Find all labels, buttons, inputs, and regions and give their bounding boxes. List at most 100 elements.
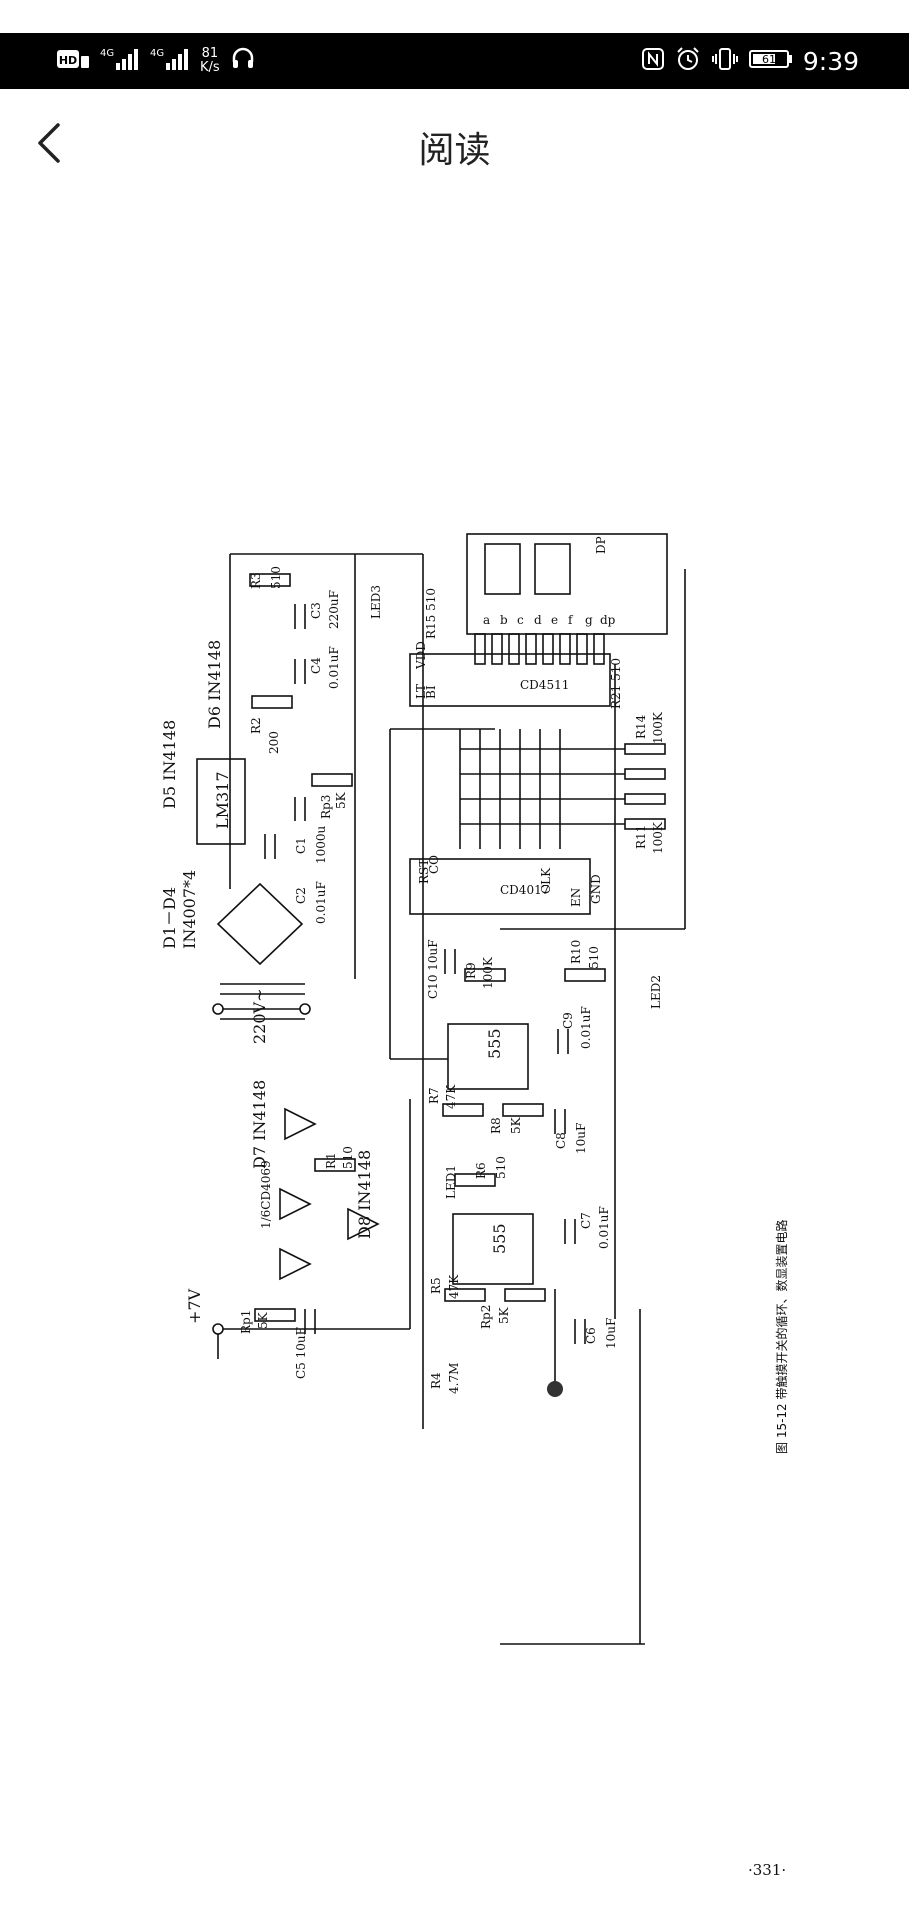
label-plus7v: +7V	[185, 1288, 204, 1324]
label-lm317: LM317	[213, 771, 232, 829]
label-r8-value: 5K	[509, 1116, 523, 1134]
label-r3: R3	[249, 572, 263, 589]
label-r8: R8	[489, 1117, 503, 1134]
label-seg-d: d	[534, 613, 542, 627]
network-speed-value: 81	[201, 46, 219, 61]
label-led3: LED3	[369, 585, 383, 619]
label-r14: R14	[634, 714, 648, 739]
label-c3: C3	[309, 602, 323, 619]
label-seg-f: f	[568, 613, 574, 627]
label-d5: D5 IN4148	[160, 720, 179, 809]
label-r2: R2	[249, 717, 263, 734]
label-r9: R9	[464, 962, 478, 979]
label-c10: C10 10uF	[426, 939, 440, 999]
ic-555-upper	[447, 1023, 529, 1090]
label-led2: LED2	[649, 975, 663, 1009]
label-r11-value: 100K	[651, 821, 665, 854]
battery-icon: 61	[748, 46, 793, 76]
label-r9-value: 100K	[481, 956, 495, 989]
label-r10: R10	[569, 940, 583, 964]
cd4017-chip	[409, 858, 591, 915]
label-r14-value: 100K	[651, 711, 665, 744]
label-vdd: VDD	[414, 641, 428, 670]
status-bar-left: HD 4G 4G 81 K/s	[56, 33, 256, 89]
label-d6: D6 IN4148	[205, 640, 224, 729]
label-seg-g: g	[585, 613, 593, 627]
label-r11: R11	[634, 825, 648, 849]
label-c9: C9	[561, 1012, 575, 1029]
svg-text:61: 61	[762, 53, 776, 66]
label-c1-value: 1000u	[314, 825, 328, 864]
label-c4: C4	[309, 657, 323, 674]
label-seg-c: c	[517, 613, 524, 627]
label-led1: LED1	[444, 1165, 458, 1199]
label-555-lower: 555	[490, 1223, 509, 1254]
label-clk: CLK	[539, 867, 553, 894]
title-bar: 阅读	[0, 89, 909, 199]
label-c5: C5 10uF	[294, 1327, 308, 1379]
figure-caption: 图 15-12 带触摸开关的循环、数显装置电路	[775, 1219, 789, 1455]
label-seg-a: a	[483, 613, 490, 627]
label-bi: BI	[424, 685, 438, 699]
label-c6-value: 10uF	[604, 1318, 618, 1349]
page-title: 阅读	[418, 130, 491, 171]
back-arrow-icon	[38, 123, 60, 163]
label-cd4069: 1/6CD4069	[259, 1160, 273, 1229]
label-c1: C1	[294, 837, 308, 854]
label-c6: C6	[584, 1327, 598, 1344]
touch-pad	[547, 1381, 563, 1397]
nfc-icon	[641, 46, 665, 76]
ic-555-lower	[452, 1213, 534, 1285]
vibrate-icon	[711, 46, 739, 76]
label-r5-value: 47K	[447, 1274, 461, 1299]
label-c8-value: 10uF	[574, 1123, 588, 1154]
label-cd4511: CD4511	[520, 678, 569, 692]
signal-1-icon: 4G	[100, 46, 140, 76]
label-rp2-value: 5K	[497, 1306, 511, 1324]
circuit-schematic: +7V 220V~ D1－D4 IN4007*4 D5 IN4148 D6 IN…	[160, 533, 686, 1645]
label-in4007: IN4007*4	[180, 870, 199, 949]
bridge-rectifier	[216, 882, 304, 966]
label-seg-b: b	[500, 613, 508, 627]
clock: 9:39	[802, 46, 859, 76]
label-co: CO	[427, 855, 441, 874]
label-r7-value: 47K	[444, 1084, 458, 1109]
label-c9-value: 0.01uF	[579, 1006, 593, 1049]
back-button[interactable]	[26, 115, 82, 171]
alarm-icon	[675, 46, 701, 76]
label-rp3: Rp3	[319, 795, 333, 819]
svg-text:HD: HD	[59, 54, 77, 67]
label-d1d4: D1－D4	[160, 887, 179, 949]
status-bar: HD 4G 4G 81 K/s 61 9:39	[0, 33, 909, 89]
label-dp: DP	[594, 536, 608, 554]
svg-text:4G: 4G	[150, 48, 164, 59]
label-lt: LT	[414, 684, 428, 699]
page-number: ·331·	[748, 1861, 787, 1879]
label-r1: R1	[324, 1152, 338, 1169]
label-r3-value: 510	[269, 566, 283, 589]
label-r21: R21 510	[609, 658, 623, 709]
status-bar-right: 61 9:39	[641, 33, 859, 89]
label-d7: D7 IN4148	[250, 1080, 269, 1169]
label-220v: 220V~	[250, 989, 269, 1045]
signal-2-icon: 4G	[150, 46, 190, 76]
hd-icon: HD	[56, 48, 90, 74]
label-rst: RST	[417, 859, 431, 884]
label-en: EN	[569, 888, 583, 907]
label-c7-value: 0.01uF	[597, 1206, 611, 1249]
network-speed: 81 K/s	[200, 47, 220, 75]
label-r6-value: 510	[494, 1156, 508, 1179]
label-c3-value: 220uF	[327, 590, 341, 629]
document-page[interactable]: +7V 220V~ D1－D4 IN4007*4 D5 IN4148 D6 IN…	[0, 199, 909, 1920]
network-speed-unit: K/s	[200, 60, 220, 75]
label-gnd: GND	[589, 874, 603, 904]
label-rp2: Rp2	[479, 1305, 493, 1329]
label-555-upper: 555	[485, 1028, 504, 1059]
label-rp1-value: 5K	[256, 1311, 270, 1329]
seven-segment-display	[466, 533, 668, 635]
label-r15: R15 510	[424, 588, 438, 639]
label-c2-value: 0.01uF	[314, 881, 328, 924]
label-c2: C2	[294, 887, 308, 904]
label-r10-value: 510	[587, 946, 601, 969]
headset-icon	[230, 46, 256, 76]
